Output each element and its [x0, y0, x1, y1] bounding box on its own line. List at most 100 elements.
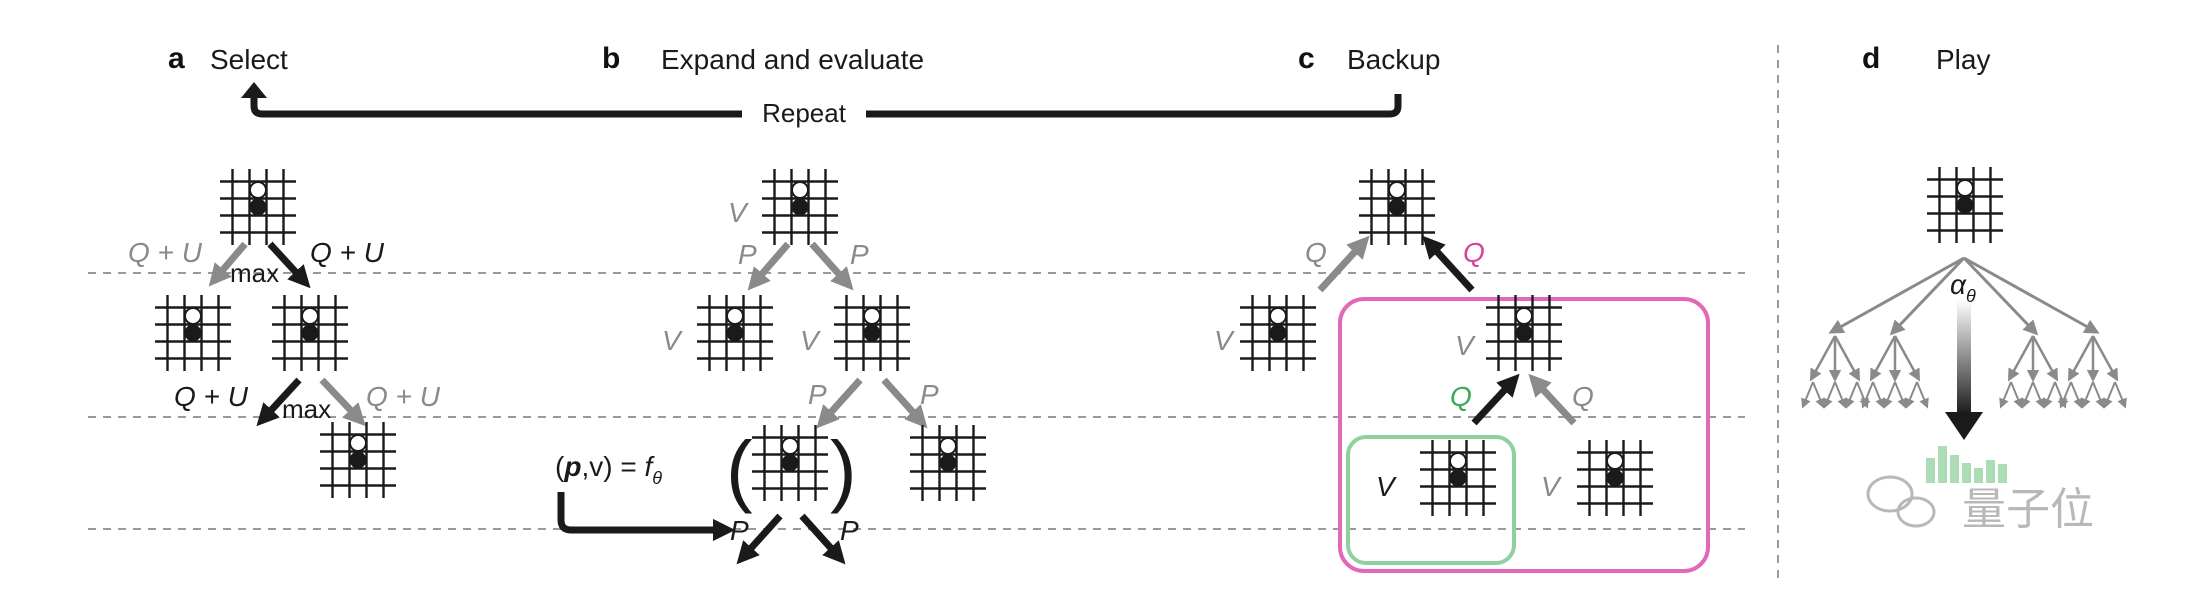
policy-branch — [1823, 381, 1836, 409]
policy-branch — [2081, 381, 2094, 409]
black-stone — [1269, 324, 1287, 342]
panel-title-expand: Expand and evaluate — [661, 44, 924, 75]
black-stone — [1606, 469, 1624, 487]
wechat-icon — [1866, 475, 1936, 528]
white-stone — [301, 307, 319, 325]
board-c-root — [1359, 169, 1435, 245]
panel-a-select: Q + U max Q + U Q + U max Q + U — [128, 169, 441, 498]
policy-branch — [1963, 256, 2100, 334]
black-stone — [791, 198, 809, 216]
board-c-l1-left — [1240, 295, 1316, 371]
play-arrow-shaft — [1957, 300, 1971, 415]
policy-branch — [1893, 335, 1921, 382]
bracket-left: ( — [726, 425, 753, 514]
label-c-v-l1-right: V — [1455, 330, 1476, 361]
edge-c-root-right — [1422, 235, 1475, 293]
watermark: 量子位 — [1866, 446, 2094, 534]
repeat-arrowhead — [241, 82, 267, 98]
board-b-l2-left — [752, 425, 828, 501]
panel-letter-a: a — [168, 42, 185, 75]
label-a-qu-left: Q + U — [128, 237, 203, 268]
policy-branch — [2114, 381, 2127, 409]
label-c-v-l2-right: V — [1541, 471, 1562, 502]
label-c-q-root-left: Q — [1305, 237, 1327, 268]
board-c-l2-right — [1577, 440, 1653, 516]
white-stone — [1515, 307, 1533, 325]
board-b-l2-right — [910, 425, 986, 501]
white-stone — [1388, 181, 1406, 199]
board-a-l1-right — [272, 295, 348, 371]
black-stone — [939, 454, 957, 472]
label-c-v-l1-left: V — [1214, 325, 1235, 356]
edge-c-l2-left — [1471, 373, 1520, 426]
label-b-v-root: V — [728, 197, 749, 228]
panel-d-play: αθ — [1801, 167, 2127, 440]
white-stone — [1449, 452, 1467, 470]
black-stone — [1956, 196, 1974, 214]
label-c-v-l2-left: V — [1376, 471, 1397, 502]
repeat-label: Repeat — [762, 98, 847, 128]
label-b-p-left: P — [738, 239, 757, 270]
edge-b-l2-right — [881, 377, 928, 429]
policy-branch — [2059, 381, 2072, 409]
white-stone — [1606, 452, 1624, 470]
white-stone — [349, 434, 367, 452]
policy-branch — [1894, 381, 1907, 409]
white-stone — [781, 437, 799, 455]
label-a-qu-l2-right: Q + U — [366, 381, 441, 412]
white-stone — [184, 307, 202, 325]
label-b-p-l3-left: P — [730, 515, 749, 546]
label-b-v-l1-left: V — [662, 325, 683, 356]
policy-branch — [2091, 335, 2119, 382]
board-d-root — [1927, 167, 2003, 243]
watermark-text: 量子位 — [1962, 485, 2094, 534]
panel-title-select: Select — [210, 44, 288, 75]
edge-c-l2-right — [1528, 373, 1577, 426]
label-b-p-l2-right: P — [920, 379, 939, 410]
edge-a-root-left — [208, 241, 248, 287]
policy-branch — [2031, 335, 2059, 382]
policy-branch — [2067, 335, 2095, 382]
policy-branch — [1828, 256, 1965, 334]
panel-letter-b: b — [602, 42, 620, 75]
white-stone — [1956, 179, 1974, 197]
policy-branch — [2092, 381, 2105, 409]
policy-branch — [2070, 381, 2083, 409]
label-a-qu-right: Q + U — [310, 237, 385, 268]
label-a-max-1: max — [230, 258, 279, 288]
policy-branch — [1905, 381, 1918, 409]
network-label: (p,v) = fθ — [555, 451, 662, 488]
edge-a-root-right — [267, 241, 311, 289]
label-c-q-l2-right: Q — [1572, 381, 1594, 412]
watermark-bars — [1926, 446, 2007, 483]
label-b-p-l3-right: P — [840, 515, 859, 546]
policy-branch — [2103, 381, 2116, 409]
edge-b-l3-right — [799, 513, 846, 565]
policy-branch — [1869, 335, 1897, 382]
policy-branch — [1872, 381, 1885, 409]
network-output-arrow — [557, 492, 736, 542]
edge-b-root-left — [747, 241, 791, 291]
label-c-q-root-right: Q — [1463, 237, 1485, 268]
policy-branch — [1833, 335, 1861, 382]
panel-title-backup: Backup — [1347, 44, 1440, 75]
policy-tree — [1801, 256, 2127, 409]
white-stone — [863, 307, 881, 325]
white-stone — [726, 307, 744, 325]
policy-branch — [1801, 381, 1814, 409]
edge-a-l2-left — [256, 377, 302, 427]
board-c-l1-right — [1486, 295, 1562, 371]
panel-letter-c: c — [1298, 42, 1315, 75]
bracket-right: ) — [830, 425, 857, 514]
policy-branch — [1834, 381, 1847, 409]
board-c-l2-left — [1420, 440, 1496, 516]
black-stone — [781, 454, 799, 472]
black-stone — [1515, 324, 1533, 342]
policy-branch — [1962, 256, 2039, 336]
panel-b-expand: V P P V V P P ( ) (p,v) = fθ P P — [555, 169, 986, 565]
edge-c-root-left — [1317, 235, 1370, 293]
play-arrowhead — [1945, 412, 1983, 440]
policy-branch — [2007, 335, 2035, 382]
label-alpha-theta: αθ — [1950, 269, 1976, 306]
